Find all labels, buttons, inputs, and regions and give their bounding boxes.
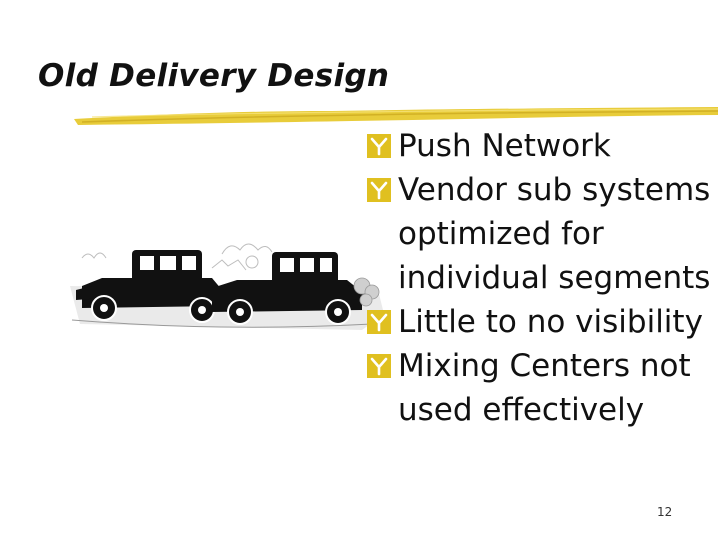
bullet-text: Vendor sub systems optimized for individ… [398, 172, 711, 296]
checkbox-y-icon [367, 178, 391, 202]
slide-number: 12 [657, 505, 673, 519]
slide-title: Old Delivery Design [38, 58, 390, 94]
bullet-item: Mixing Centers not used effectively [366, 344, 718, 432]
bullet-list: Push Network Vendor sub systems optimize… [366, 124, 718, 432]
bullet-item: Push Network [366, 124, 718, 168]
bullet-item: Vendor sub systems optimized for individ… [366, 168, 718, 300]
checkbox-y-icon [367, 134, 391, 158]
vintage-cars-icon [70, 243, 384, 330]
bullet-text: Little to no visibility [398, 304, 703, 340]
bullet-text: Push Network [398, 128, 611, 164]
bullet-text: Mixing Centers not used effectively [398, 348, 691, 428]
bullet-item: Little to no visibility [366, 300, 718, 344]
checkbox-y-icon [367, 354, 391, 378]
title-underline [74, 107, 719, 125]
checkbox-y-icon [367, 310, 391, 334]
